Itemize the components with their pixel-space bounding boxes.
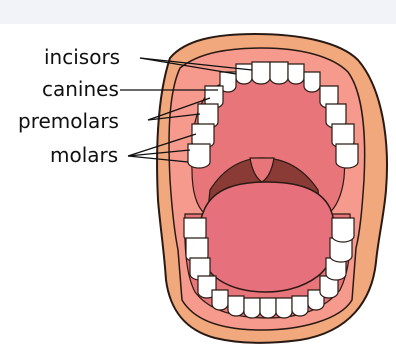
- tooth-lower-incisor-1: [228, 296, 244, 316]
- tooth-lower-molar-right-2: [332, 218, 354, 242]
- tooth-upper-molar-right-2: [336, 144, 358, 168]
- tongue: [198, 182, 335, 292]
- tooth-lower-incisor-5: [292, 296, 308, 316]
- tooth-upper-incisor-4: [288, 64, 304, 84]
- label-canines: canines: [42, 77, 119, 101]
- tooth-upper-incisor-3: [270, 62, 288, 84]
- tooth-upper-canine-right: [304, 72, 320, 92]
- tooth-lower-canine-left: [212, 290, 228, 310]
- tooth-lower-incisor-3: [260, 298, 276, 318]
- tooth-upper-incisor-1: [236, 64, 252, 84]
- tooth-upper-molar-left-2: [188, 144, 210, 168]
- label-incisors: incisors: [44, 45, 120, 69]
- tooth-upper-incisor-2: [252, 62, 270, 84]
- tooth-lower-incisor-2: [244, 298, 260, 318]
- label-molars: molars: [50, 143, 118, 167]
- tooth-lower-incisor-4: [276, 298, 292, 318]
- label-premolars: premolars: [18, 109, 119, 133]
